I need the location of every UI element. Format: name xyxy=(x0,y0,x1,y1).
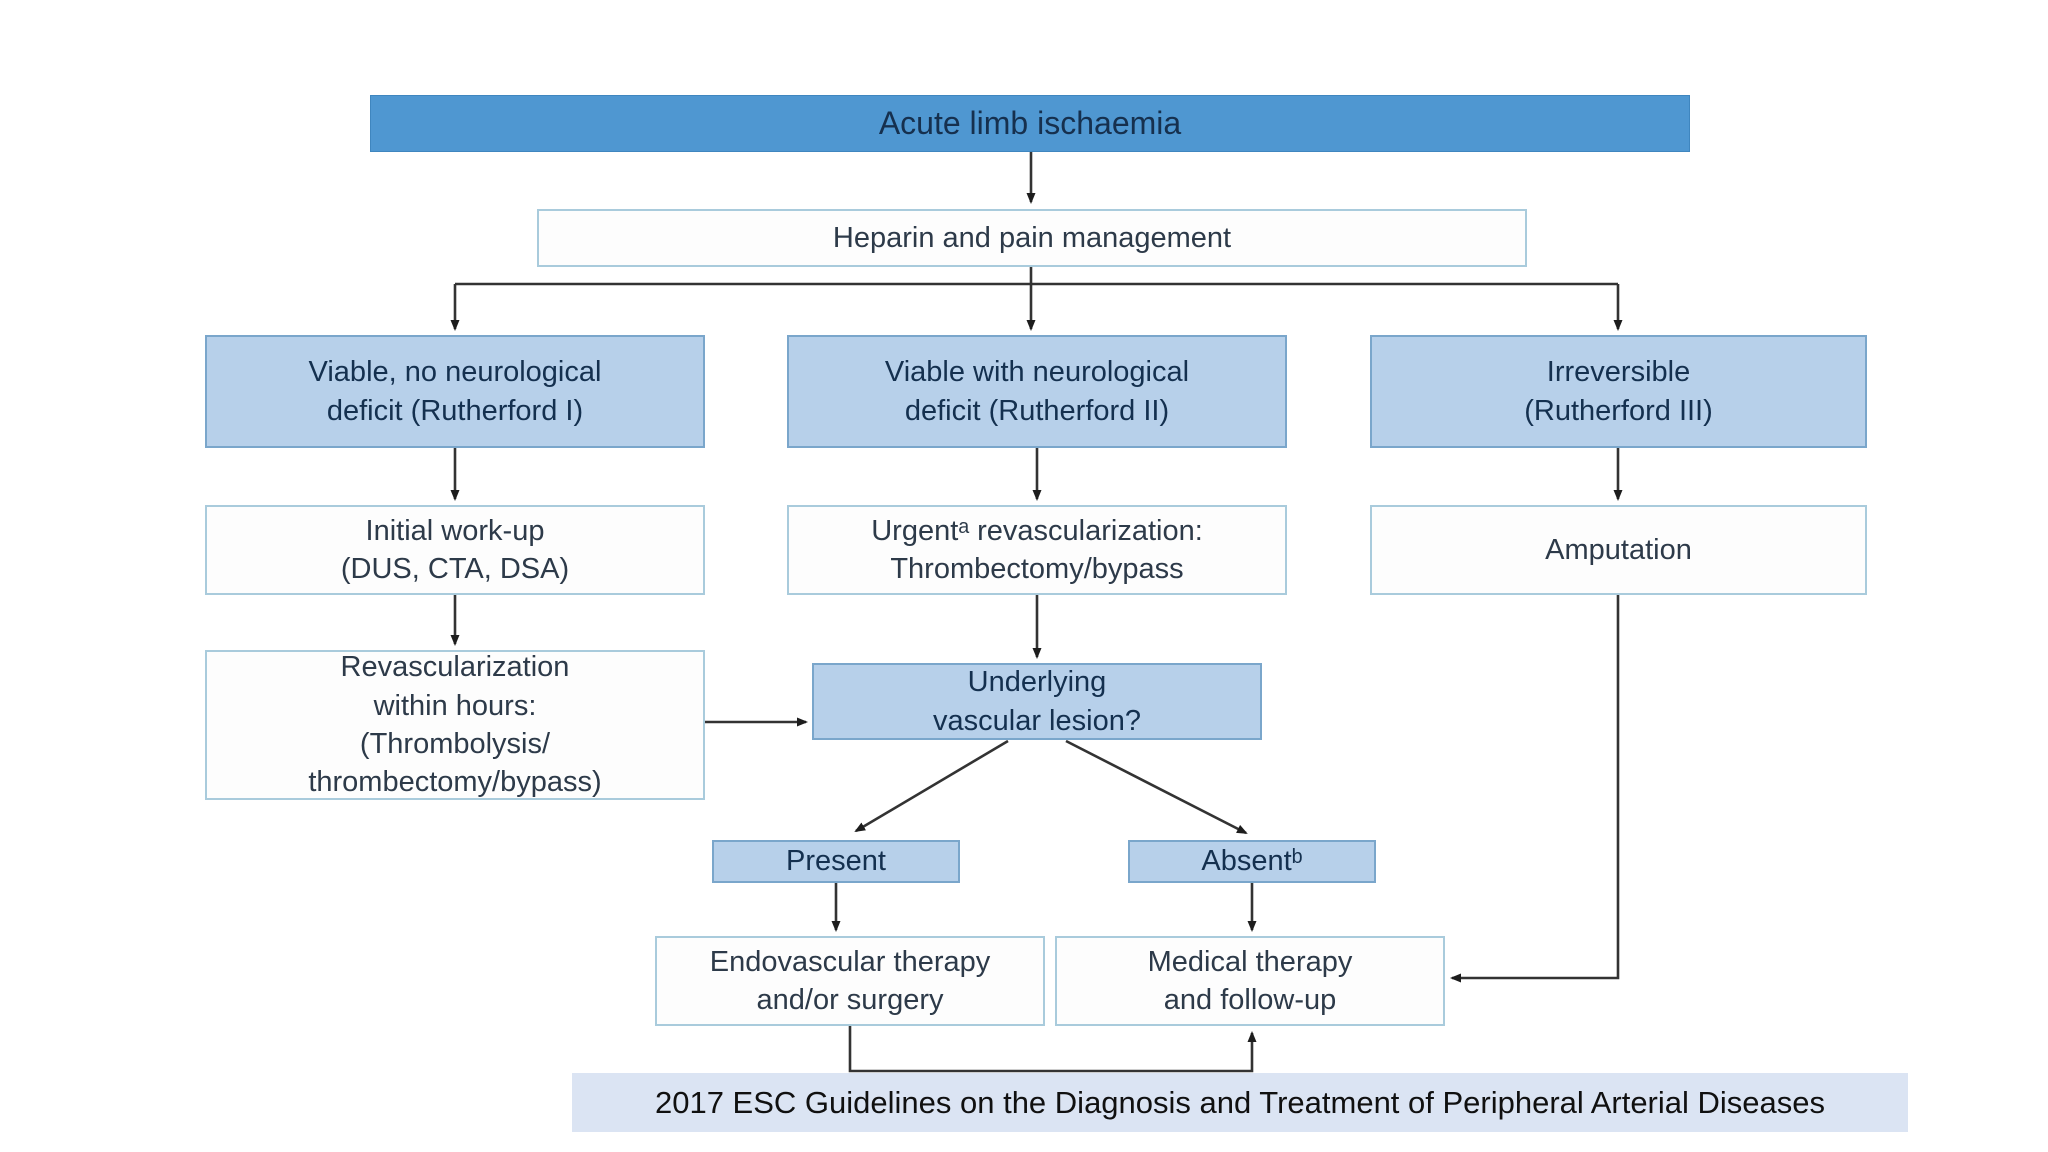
node-present: Present xyxy=(712,840,960,883)
node-rutherford-1: Viable, no neurological deficit (Rutherf… xyxy=(205,335,705,448)
node-initial-workup: Initial work-up (DUS, CTA, DSA) xyxy=(205,505,705,595)
arrow-underlying-to-absent xyxy=(1065,739,1248,835)
connector-split-rail xyxy=(455,267,1618,286)
node-urgent-revascularization: Urgentᵃ revascularization: Thrombectomy/… xyxy=(787,505,1287,595)
arrow-endo-to-medical xyxy=(848,1026,1257,1073)
arrow-underlying-to-present xyxy=(854,739,1009,833)
node-medical-therapy: Medical therapy and follow-up xyxy=(1055,936,1445,1026)
node-underlying-vascular-lesion: Underlying vascular lesion? xyxy=(812,663,1262,740)
node-absent: Absentᵇ xyxy=(1128,840,1376,883)
node-endovascular-therapy: Endovascular therapy and/or surgery xyxy=(655,936,1045,1026)
node-amputation: Amputation xyxy=(1370,505,1867,595)
arrow-amputation-to-medical xyxy=(1450,595,1620,983)
node-rutherford-3: Irreversible (Rutherford III) xyxy=(1370,335,1867,448)
node-heparin-pain-management: Heparin and pain management xyxy=(537,209,1527,267)
node-rutherford-2: Viable with neurological deficit (Ruther… xyxy=(787,335,1287,448)
node-acute-limb-ischaemia: Acute limb ischaemia xyxy=(370,95,1690,152)
node-revascularization-within-hours: Revascularization within hours: (Thrombo… xyxy=(205,650,705,800)
source-caption: 2017 ESC Guidelines on the Diagnosis and… xyxy=(572,1073,1908,1132)
